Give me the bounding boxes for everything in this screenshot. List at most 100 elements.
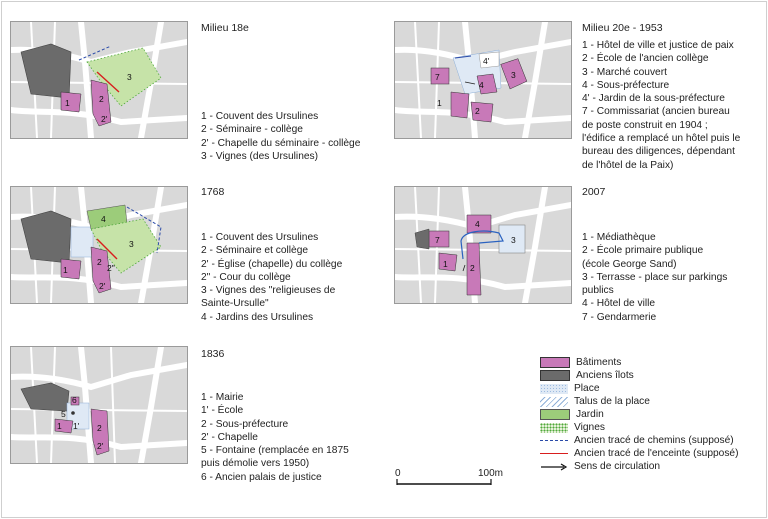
list-item: 7 - Commissariat (ancien bureau bbox=[582, 106, 730, 118]
map-1768-label-3: 3 bbox=[129, 239, 134, 249]
key-row-slope: Talus de la place bbox=[540, 395, 650, 408]
old-paths-line bbox=[540, 440, 568, 441]
vines-swatch bbox=[540, 422, 568, 433]
map-2007-label-2: 2 bbox=[470, 263, 475, 273]
map-1953-label-4p: 4' bbox=[483, 56, 490, 66]
key-label: Sens de circulation bbox=[574, 461, 661, 472]
list-item: 5 - Fontaine (remplacée en 1875 bbox=[201, 445, 349, 457]
map-1768-label-2: 2 bbox=[97, 257, 102, 267]
map-18e-label-1: 1 bbox=[65, 98, 70, 108]
scale-end: 100m bbox=[478, 468, 504, 479]
key-label: Vignes bbox=[574, 422, 605, 433]
old-block-swatch bbox=[540, 370, 570, 381]
list-item: 2 - Séminaire et collège bbox=[201, 245, 309, 257]
key-label: Place bbox=[574, 383, 600, 394]
map-key: Bâtiments Anciens îlots Place Talus de l… bbox=[540, 356, 760, 486]
list-item: 7 - Gendarmerie bbox=[582, 311, 657, 323]
list-item: de l'hôtel de la Paix) bbox=[582, 159, 674, 171]
slope-swatch bbox=[540, 396, 568, 407]
map-2007-label-4: 4 bbox=[475, 219, 480, 229]
building-swatch bbox=[540, 357, 570, 368]
list-item: 1 - Mairie bbox=[201, 392, 244, 403]
map-1768-label-4: 4 bbox=[101, 214, 106, 224]
list-item: (école George Sand) bbox=[582, 258, 677, 270]
title-1953: Milieu 20e - 1953 bbox=[582, 22, 663, 34]
map-1953-label-7: 7 bbox=[435, 72, 440, 82]
list-18e: 1 - Couvent des Ursulines 2 - Séminaire … bbox=[201, 110, 360, 163]
list-item: de poste construit en 1904 ; bbox=[582, 119, 708, 131]
map-18e-label-2: 2 bbox=[99, 94, 104, 104]
title-18e: Milieu 18e bbox=[201, 22, 249, 34]
title-1836: 1836 bbox=[201, 348, 225, 360]
key-label: Talus de la place bbox=[574, 396, 650, 407]
map-18e: 1 2 2' 3 bbox=[10, 21, 188, 139]
list-1953: 1 - Hôtel de ville et justice de paix 2 … bbox=[582, 39, 740, 172]
list-item: 2' - Chapelle bbox=[201, 431, 258, 443]
garden-swatch bbox=[540, 409, 570, 420]
scale-start: 0 bbox=[395, 468, 401, 479]
map-2007: 1 2 3 4 7 bbox=[394, 186, 572, 304]
map-2007-drawing: 1 2 3 4 7 bbox=[395, 187, 571, 303]
map-1836-label-5: 5 bbox=[61, 409, 66, 419]
list-item: 3 - Terrasse - place sur parkings bbox=[582, 271, 728, 283]
map-1953-drawing: 1 2 3 4 4' 7 bbox=[395, 22, 571, 138]
scale-bar bbox=[395, 468, 495, 488]
map-2007-label-3: 3 bbox=[511, 235, 516, 245]
list-item: 4 - Sous-préfecture bbox=[582, 79, 670, 91]
list-item: 3 - Vignes (des Ursulines) bbox=[201, 150, 319, 162]
list-item: 1 - Couvent des Ursulines bbox=[201, 232, 319, 243]
map-1768-drawing: 1 2 2' 2" 3 4 bbox=[11, 187, 187, 303]
key-row-place: Place bbox=[540, 382, 599, 395]
key-row-old-paths: Ancien tracé de chemins (supposé) bbox=[540, 434, 734, 447]
list-item: Sainte-Ursulle" bbox=[201, 298, 269, 310]
list-item: 4 - Jardins des Ursulines bbox=[201, 311, 314, 323]
map-18e-label-3: 3 bbox=[127, 72, 132, 82]
map-18e-drawing: 1 2 2' 3 bbox=[11, 22, 187, 138]
key-row-buildings: Bâtiments bbox=[540, 356, 621, 369]
key-label: Jardin bbox=[576, 409, 604, 420]
map-1953-label-3: 3 bbox=[511, 70, 516, 80]
list-item: 4' - Jardin de la sous-préfecture bbox=[582, 93, 725, 105]
list-item: 6 - Ancien palais de justice bbox=[201, 471, 322, 483]
map-1953: 1 2 3 4 4' 7 bbox=[394, 21, 572, 139]
place-swatch bbox=[540, 383, 568, 394]
scale-bar-graphic bbox=[396, 479, 492, 485]
map-1768: 1 2 2' 2" 3 4 bbox=[10, 186, 188, 304]
list-1768: 1 - Couvent des Ursulines 2 - Séminaire … bbox=[201, 231, 342, 324]
old-wall-line bbox=[540, 453, 568, 454]
title-2007: 2007 bbox=[582, 186, 606, 198]
list-item: 3 - Vignes des "religieuses de bbox=[201, 285, 336, 297]
key-label: Ancien tracé de chemins (supposé) bbox=[574, 435, 734, 446]
list-item: 2 - Sous-préfecture bbox=[201, 418, 289, 430]
map-2007-label-7: 7 bbox=[435, 235, 440, 245]
list-item: l'édifice a remplacé un hôtel puis le bbox=[582, 133, 741, 145]
list-item: puis démolie vers 1950) bbox=[201, 458, 310, 470]
list-item: 2 - Séminaire - collège bbox=[201, 124, 303, 136]
list-item: 1 - Couvent des Ursulines bbox=[201, 111, 319, 122]
list-item: 2" - Cour du collège bbox=[201, 271, 291, 283]
list-2007: 1 - Médiathèque 2 - École primaire publi… bbox=[582, 231, 727, 324]
arrow-right-icon bbox=[541, 462, 568, 471]
map-1953-label-2: 2 bbox=[475, 106, 480, 116]
map-1836-drawing: 1 1' 2 2' 5 6 bbox=[11, 347, 187, 463]
list-item: bureau des diligences, dépendant bbox=[582, 146, 735, 158]
list-1836: 1 - Mairie 1' - École 2 - Sous-préfectur… bbox=[201, 391, 349, 484]
key-row-garden: Jardin bbox=[540, 408, 604, 421]
list-item: 4 - Hôtel de ville bbox=[582, 298, 656, 310]
map-1953-label-1: 1 bbox=[437, 98, 442, 108]
list-item: 2' - Chapelle du séminaire - collège bbox=[201, 137, 361, 149]
list-item: 1 - Médiathèque bbox=[582, 232, 656, 243]
list-item: 2 - École de l'ancien collège bbox=[582, 53, 709, 65]
key-label: Bâtiments bbox=[576, 357, 622, 368]
key-row-vines: Vignes bbox=[540, 421, 605, 434]
key-row-old-wall: Ancien tracé de l'enceinte (supposé) bbox=[540, 447, 738, 460]
map-2007-label-1: 1 bbox=[443, 259, 448, 269]
title-1768: 1768 bbox=[201, 186, 225, 198]
list-item: 1 - Hôtel de ville et justice de paix bbox=[582, 40, 734, 51]
map-1836-label-2p: 2' bbox=[97, 441, 104, 451]
map-1953-label-4: 4 bbox=[479, 80, 484, 90]
list-item: 1' - École bbox=[201, 405, 244, 417]
map-1836: 1 1' 2 2' 5 6 bbox=[10, 346, 188, 464]
map-1768-label-1: 1 bbox=[63, 265, 68, 275]
